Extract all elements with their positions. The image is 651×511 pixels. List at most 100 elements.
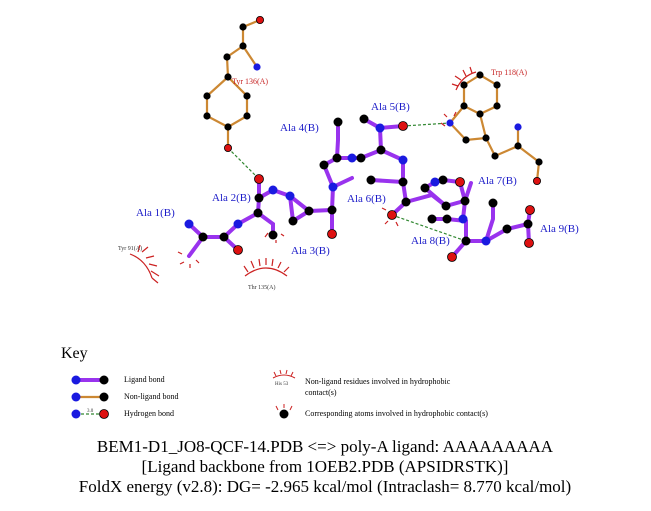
carbon-atom: [332, 153, 342, 163]
hydrophobic-arc-thr135: [243, 258, 290, 277]
caption-line3: FoldX energy (v2.8): DG= -2.965 kcal/mol…: [79, 477, 571, 496]
key-corresponding-atoms-label: Corresponding atoms involved in hydropho…: [305, 409, 488, 418]
nitrogen-atom: [446, 119, 454, 127]
carbon-atom: [491, 152, 499, 160]
nitrogen-atom: [514, 123, 522, 131]
hydrogen-bonds: [227, 122, 467, 242]
nitrogen-atom: [233, 219, 243, 229]
carbon-atom: [243, 92, 251, 100]
trp118-bonds: [448, 73, 541, 183]
key-hydrogen-bond-label: Hydrogen bond: [124, 409, 174, 418]
nitrogen-atom: [268, 185, 278, 195]
label-ala5: Ala 5(B): [371, 101, 410, 113]
carbon-atom: [488, 198, 498, 208]
atoms-oxygen: [223, 15, 542, 262]
carbon-atom: [366, 175, 376, 185]
carbon-atom: [502, 224, 512, 234]
carbon-atom: [356, 153, 366, 163]
label-ala2: Ala 2(B): [212, 192, 251, 204]
carbon-atom: [243, 112, 251, 120]
carbon-atom: [319, 160, 329, 170]
carbon-atom: [203, 92, 211, 100]
carbon-atom: [288, 216, 298, 226]
nitrogen-atom: [398, 155, 408, 165]
key-hydrogen-bond: 3.0 Hydrogen bond: [71, 409, 174, 419]
carbon-atom: [462, 136, 470, 144]
carbon-atom: [239, 23, 247, 31]
carbon-atom: [493, 81, 501, 89]
label-ala8: Ala 8(B): [411, 235, 450, 247]
key-hydrophobic-line2: contact(s): [305, 388, 337, 397]
key-hydrophobic-residue: His 53 Non-ligand residues involved in h…: [272, 369, 451, 397]
label-ala3: Ala 3(B): [291, 245, 330, 257]
nitrogen-atom: [184, 219, 194, 229]
hbond-tyr136-ala2: [227, 147, 260, 180]
nitrogen-atom: [253, 63, 261, 71]
oxygen-atom: [533, 176, 542, 185]
oxygen-atom: [525, 205, 535, 215]
carbon-atom: [460, 196, 470, 206]
label-thr135: Thr 135(A): [248, 284, 276, 291]
oxygen-atom: [327, 229, 337, 239]
atoms-carbon: [198, 23, 543, 246]
nitrogen-atom: [458, 214, 468, 224]
carbon-atom: [461, 236, 471, 246]
oxygen-atom: [524, 238, 534, 248]
nitrogen-atom: [328, 182, 338, 192]
carbon-atom: [441, 201, 451, 211]
key-ligand-bond-label: Ligand bond: [124, 375, 165, 384]
oxygen-atom: [447, 252, 457, 262]
carbon-atom: [224, 123, 232, 131]
carbon-atom: [224, 73, 232, 81]
oxygen-atom: [398, 121, 408, 131]
carbon-atom: [203, 112, 211, 120]
carbon-atom: [535, 158, 543, 166]
oxygen-atom: [223, 143, 232, 152]
hydrophobic-contacts: [129, 66, 477, 284]
label-ala6: Ala 6(B): [347, 193, 386, 205]
carbon-atom: [398, 177, 408, 187]
oxygen-atom: [254, 174, 264, 184]
carbon-atom: [327, 205, 337, 215]
hydrophobic-arc-tyr91: [129, 244, 160, 284]
hbond-ala6-ala8: [391, 214, 467, 242]
carbon-atom: [476, 71, 484, 79]
carbon-atom: [514, 142, 522, 150]
nonligand-residue-labels: Tyr 136(A) Trp 118(A): [232, 68, 527, 86]
atoms-nitrogen: [184, 63, 522, 246]
carbon-atom: [254, 193, 264, 203]
hbond-ala5-trp118: [402, 122, 451, 127]
carbon-atom: [333, 117, 343, 127]
carbon-atom: [401, 197, 411, 207]
key-hydrophobic-line1: Non-ligand residues involved in hydropho…: [305, 377, 451, 386]
ala7-bonds: [423, 177, 473, 223]
label-ala7: Ala 7(B): [478, 175, 517, 187]
ligand-residue-labels: Ala 1(B) Ala 2(B) Ala 3(B) Ala 4(B) Ala …: [136, 101, 579, 257]
carbon-atom: [376, 145, 386, 155]
carbon-atom: [438, 175, 448, 185]
key-corresponding-atoms: Corresponding atoms involved in hydropho…: [275, 404, 488, 419]
oxygen-atom: [455, 177, 465, 187]
ala3-bonds: [288, 163, 354, 236]
label-trp118: Trp 118(A): [491, 68, 527, 77]
carbon-atom: [253, 208, 263, 218]
carbon-atom: [523, 219, 533, 229]
key-nonligand-bond: Non-ligand bond: [71, 392, 178, 402]
ala2-bonds: [256, 177, 311, 237]
key-hbond-distance: 3.0: [87, 409, 94, 414]
carbon-atom: [359, 114, 369, 124]
label-tyr136: Tyr 136(A): [232, 77, 268, 86]
caption: BEM1-D1_JO8-QCF-14.PDB <=> poly-A ligand…: [79, 437, 571, 496]
carbon-atom: [427, 214, 437, 224]
nitrogen-atom: [481, 236, 491, 246]
hydrophobic-arc-trp118: [451, 66, 477, 91]
caption-line2: [Ligand backbone from 1OEB2.PDB (APSIDRS…: [142, 457, 509, 476]
carbon-atom: [493, 102, 501, 110]
carbon-atom: [442, 214, 452, 224]
carbon-atom: [420, 183, 430, 193]
carbon-atom: [198, 232, 208, 242]
oxygen-atom: [255, 15, 264, 24]
nitrogen-atom: [375, 123, 385, 133]
key-ligand-bond: Ligand bond: [71, 375, 165, 385]
